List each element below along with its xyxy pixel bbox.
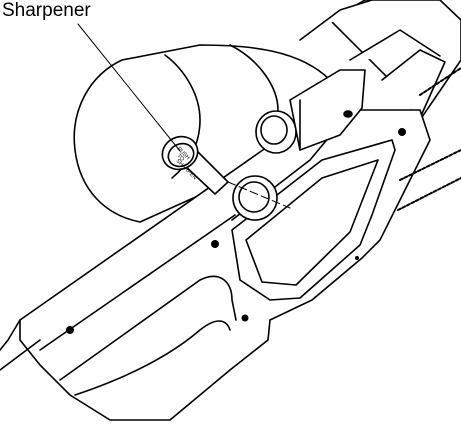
screw-holes: [66, 128, 406, 334]
sharpener-button[interactable]: PUSH TO SHARPEN: [157, 131, 229, 195]
sharpener-callout-label: Sharpener: [2, 0, 91, 21]
sharpener-cap-line-2: TO: [176, 153, 186, 163]
grip-recess: [231, 139, 396, 301]
bracket-lever: [289, 69, 366, 151]
callout-leader: [77, 23, 291, 209]
motor-cylinder: [73, 44, 331, 223]
lower-knob: [232, 175, 278, 221]
saw-chain: [397, 67, 461, 211]
upper-knob: [255, 110, 297, 154]
